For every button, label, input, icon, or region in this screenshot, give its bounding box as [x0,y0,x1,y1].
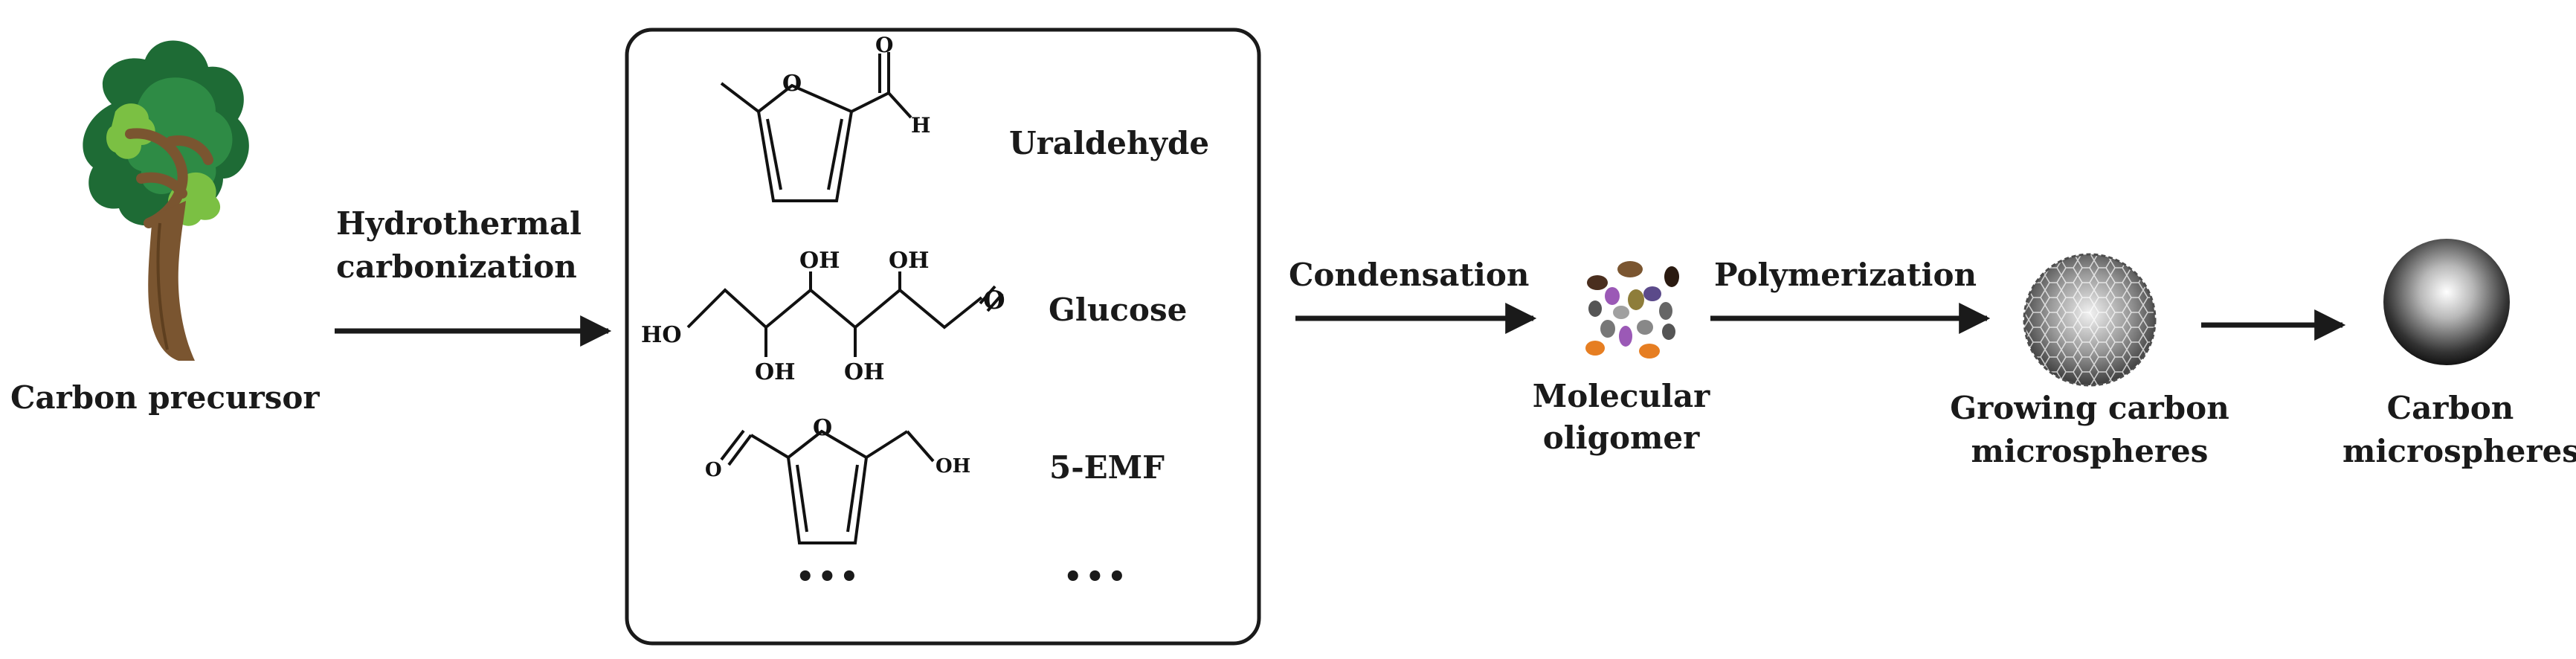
precursor-label: Carbon precursor [10,379,320,416]
emf-o-ring: O [813,415,832,441]
glucose-oh-4: OH [889,248,929,274]
growing-label: Growing carbon microspheres [1948,387,2231,473]
hydrothermal-line2: carbonization [336,248,577,285]
condensation-label: Condensation [1289,257,1530,293]
final-label: Carbon microspheres [2342,387,2576,473]
glucose-structure: HO OH OH OH OH O [641,248,1005,385]
ellipsis-structures: ••• [796,559,862,594]
hydrothermal-line1: Hydrothermal [336,205,582,242]
growing-sphere-icon [2023,253,2157,387]
growing-line1: Growing carbon [1950,390,2229,426]
glucose-ho: HO [641,322,681,348]
uraldehyde-h: H [911,113,930,138]
tree-icon [83,40,249,361]
hydrothermal-label: Hydrothermal carbonization [336,202,582,289]
oligomer-line1: Molecular [1532,378,1710,414]
uraldehyde-o-carbonyl: O [875,33,893,57]
uraldehyde-structure: O O H [720,33,930,202]
compound-name-uraldehyde: Uraldehyde [1009,125,1210,161]
compound-name-glucose: Glucose [1049,292,1188,328]
growing-line2: microspheres [1971,433,2209,469]
emf-oh: OH [936,455,970,478]
oligomer-icon [1585,261,1679,359]
oligomer-label: Molecular oligomer [1532,376,1710,459]
glucose-o: O [983,286,1005,315]
compound-name-emf: 5-EMF [1049,449,1165,486]
carbon-sphere-icon [2383,239,2510,365]
emf-structure: O O OH [705,415,970,544]
glucose-oh-3: OH [844,359,884,385]
glucose-oh-1: OH [755,359,795,385]
final-line2: microspheres [2342,433,2576,469]
final-line1: Carbon [2386,390,2514,426]
glucose-oh-2: OH [799,248,840,274]
polymerization-label: Polymerization [1714,257,1977,293]
uraldehyde-o-ring: O [782,71,802,97]
oligomer-line2: oligomer [1542,419,1700,456]
ellipsis-names: ••• [1063,559,1130,594]
compound-box [625,28,1261,646]
emf-o-aldehyde: O [705,459,722,481]
